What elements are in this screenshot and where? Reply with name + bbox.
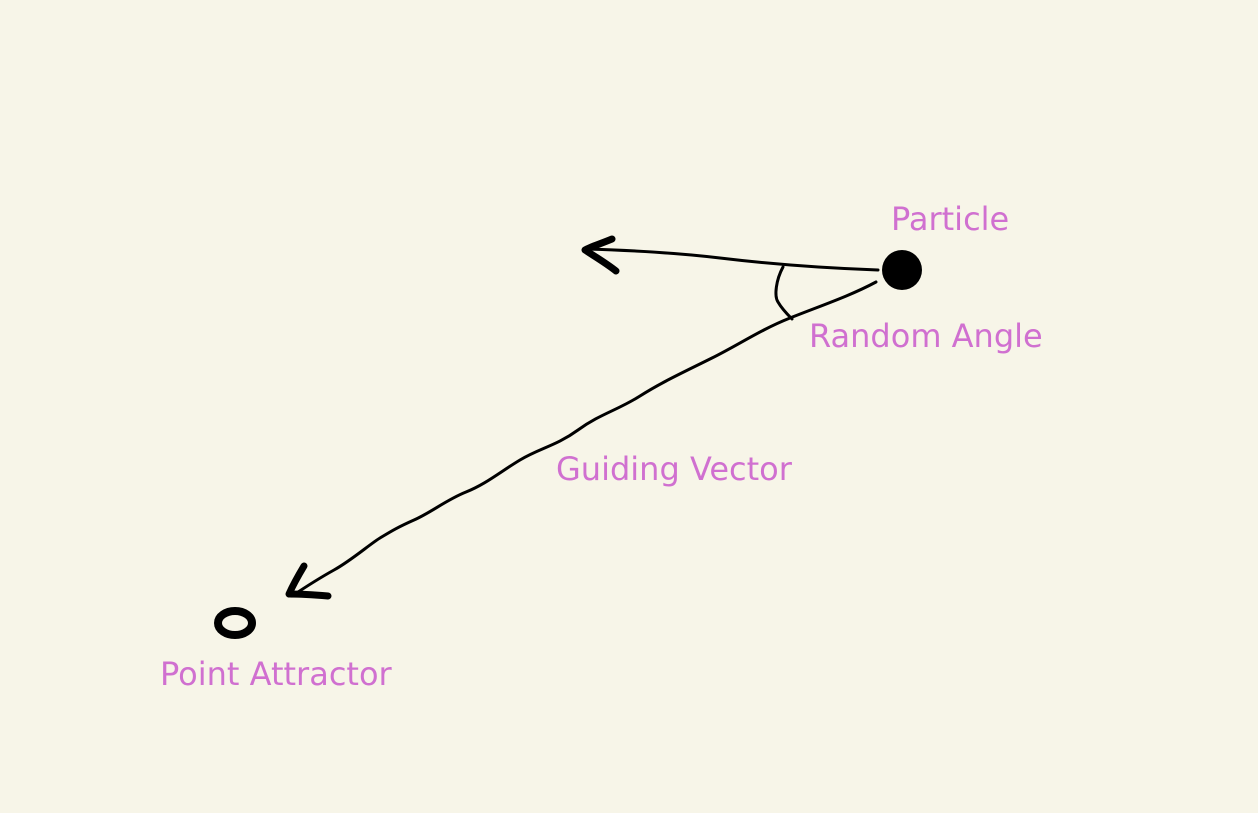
particle-dot	[882, 250, 922, 290]
point-attractor-label: Point Attractor	[160, 655, 392, 693]
guiding-vector-arrowhead	[285, 562, 332, 600]
guiding-vector-arrow	[290, 280, 878, 598]
guiding-vector-label: Guiding Vector	[556, 450, 792, 488]
random-direction-arrowhead	[581, 235, 620, 275]
particle-label: Particle	[891, 200, 1010, 238]
random-direction-arrow	[584, 247, 880, 272]
point-attractor-ring	[214, 607, 256, 639]
random-angle-label: Random Angle	[809, 317, 1043, 355]
angle-arc	[774, 265, 794, 321]
